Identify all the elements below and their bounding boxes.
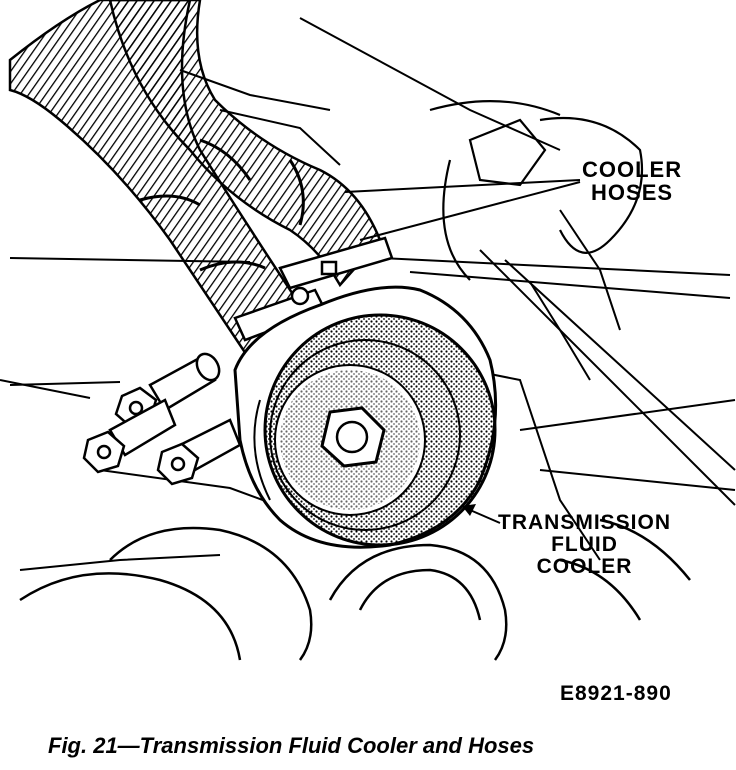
tfc-line-2: FLUID [551, 533, 618, 557]
engine-block [429, 100, 644, 281]
cooler-housing [233, 285, 498, 549]
hose-clamps [233, 236, 394, 342]
cooler-hoses-line-2: HOSES [591, 180, 674, 206]
lower-cylinders [19, 518, 691, 661]
transmission-fluid-cooler-label: TRANSMISSION FLUID COOLER [498, 511, 672, 579]
tfc-line-1: TRANSMISSION [498, 511, 672, 534]
cooler-hoses-label: COOLER HOSES [582, 158, 682, 204]
leader-lines [344, 179, 581, 524]
cooler-hoses-line-1: COOLER [582, 157, 683, 182]
figure-caption: Fig. 21—Transmission Fluid Cooler and Ho… [48, 733, 535, 758]
chassis-lines [0, 17, 736, 571]
leader-arrowhead [462, 504, 476, 516]
tfc-line-3: COOLER [536, 555, 633, 579]
mounting-studs [82, 352, 242, 486]
drawing-code: E8921-890 [560, 682, 672, 705]
right-hose [108, 0, 382, 288]
